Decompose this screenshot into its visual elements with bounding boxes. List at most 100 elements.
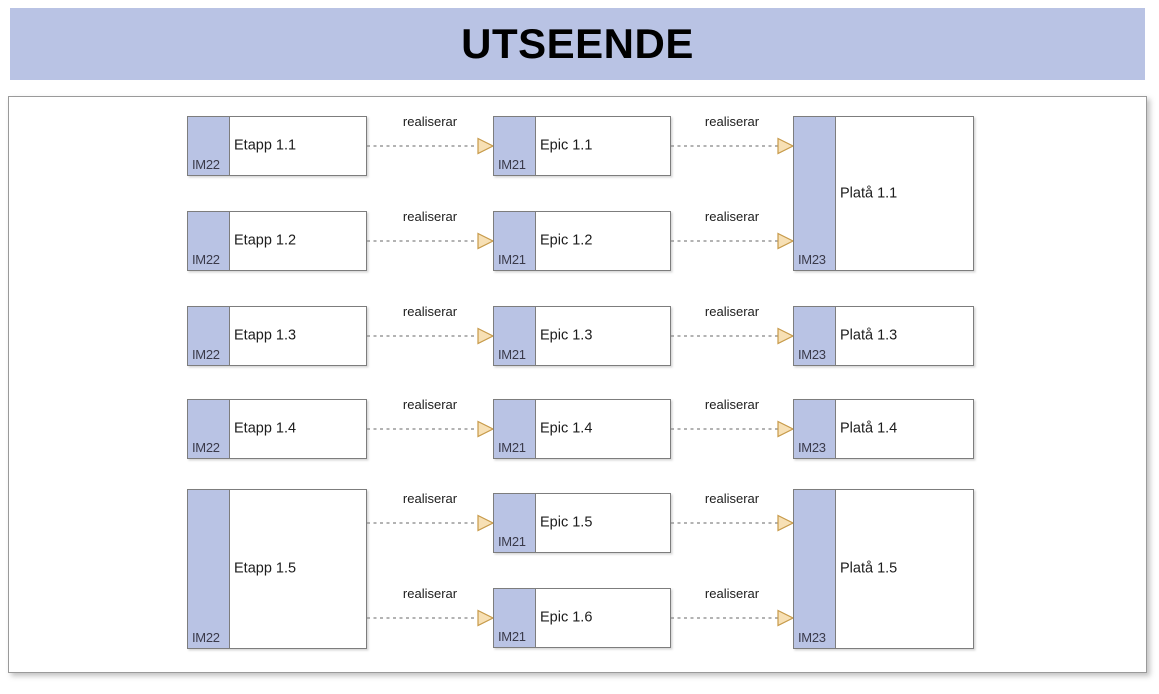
connector-label-etapp-1-2-to-epic-1-2: realiserar: [402, 209, 458, 224]
node-epic-1-1[interactable]: IM21 Epic 1.1: [493, 116, 671, 176]
node-id-label: IM21: [498, 534, 526, 549]
node-title-label: Epic 1.1: [540, 137, 593, 154]
connector-etapp-1-3-to-epic-1-3: [367, 327, 495, 345]
node-stripe: IM22: [188, 212, 230, 270]
connector-label-epic-1-5-to-plata-1-5: realiserar: [704, 491, 760, 506]
node-epic-1-5[interactable]: IM21 Epic 1.5: [493, 493, 671, 553]
node-title-label: Epic 1.3: [540, 327, 593, 344]
connector-label-etapp-1-1-to-epic-1-1: realiserar: [402, 114, 458, 129]
arrowhead-icon: [477, 420, 495, 438]
node-stripe: IM21: [494, 494, 536, 552]
node-plata-1-5[interactable]: IM23 Platå 1.5: [793, 489, 974, 649]
diagram-panel: realiserar realiserar realiserar realiserar…: [8, 96, 1147, 673]
node-title-label: Platå 1.3: [840, 327, 898, 344]
connector-etapp-1-1-to-epic-1-1: [367, 137, 495, 155]
node-stripe: IM23: [794, 400, 836, 458]
connector-epic-1-4-to-plata-1-4: [671, 420, 795, 438]
node-stripe: IM22: [188, 117, 230, 175]
node-id-label: IM22: [192, 440, 220, 455]
connector-etapp-1-4-to-epic-1-4: [367, 420, 495, 438]
connector-epic-1-6-to-plata-1-5: [671, 609, 795, 627]
node-stripe: IM21: [494, 117, 536, 175]
node-plata-1-4[interactable]: IM23 Platå 1.4: [793, 399, 974, 459]
node-stripe: IM21: [494, 400, 536, 458]
node-id-label: IM23: [798, 252, 826, 267]
node-id-label: IM23: [798, 347, 826, 362]
connector-etapp-1-5-to-epic-1-5: [367, 514, 495, 532]
node-plata-1-1[interactable]: IM23 Platå 1.1: [793, 116, 974, 271]
node-title-label: Platå 1.4: [840, 420, 898, 437]
node-stripe: IM22: [188, 490, 230, 648]
node-id-label: IM21: [498, 157, 526, 172]
node-stripe: IM21: [494, 307, 536, 365]
node-id-label: IM23: [798, 440, 826, 455]
node-title-label: Epic 1.2: [540, 232, 593, 249]
node-title-label: Platå 1.1: [840, 184, 898, 201]
node-stripe: IM21: [494, 212, 536, 270]
node-id-label: IM23: [798, 630, 826, 645]
arrowhead-icon: [777, 232, 795, 250]
connector-epic-1-5-to-plata-1-5: [671, 514, 795, 532]
connector-etapp-1-5-to-epic-1-6: [367, 609, 495, 627]
node-epic-1-2[interactable]: IM21 Epic 1.2: [493, 211, 671, 271]
node-id-label: IM22: [192, 630, 220, 645]
header-banner: UTSEENDE: [10, 8, 1145, 80]
node-stripe: IM22: [188, 400, 230, 458]
node-id-label: IM22: [192, 157, 220, 172]
arrowhead-icon: [477, 514, 495, 532]
connector-label-epic-1-6-to-plata-1-5: realiserar: [704, 586, 760, 601]
connector-etapp-1-2-to-epic-1-2: [367, 232, 495, 250]
node-id-label: IM21: [498, 347, 526, 362]
connector-label-etapp-1-3-to-epic-1-3: realiserar: [402, 304, 458, 319]
arrowhead-icon: [777, 137, 795, 155]
connector-label-epic-1-4-to-plata-1-4: realiserar: [704, 397, 760, 412]
node-stripe: IM23: [794, 117, 836, 270]
node-id-label: IM22: [192, 252, 220, 267]
connector-label-etapp-1-5-to-epic-1-5: realiserar: [402, 491, 458, 506]
page-title: UTSEENDE: [461, 20, 694, 67]
node-etapp-1-1[interactable]: IM22 Etapp 1.1: [187, 116, 367, 176]
node-id-label: IM21: [498, 252, 526, 267]
node-stripe: IM23: [794, 490, 836, 648]
connector-epic-1-3-to-plata-1-3: [671, 327, 795, 345]
connector-label-epic-1-1-to-plata-1-1: realiserar: [704, 114, 760, 129]
node-id-label: IM21: [498, 440, 526, 455]
arrowhead-icon: [477, 327, 495, 345]
diagram-canvas: realiserar realiserar realiserar realiserar…: [9, 97, 1146, 672]
node-title-label: Etapp 1.1: [234, 137, 297, 154]
connector-label-epic-1-3-to-plata-1-3: realiserar: [704, 304, 760, 319]
arrowhead-icon: [477, 137, 495, 155]
node-id-label: IM22: [192, 347, 220, 362]
arrowhead-icon: [477, 609, 495, 627]
node-epic-1-3[interactable]: IM21 Epic 1.3: [493, 306, 671, 366]
node-title-label: Epic 1.6: [540, 609, 593, 626]
arrowhead-icon: [477, 232, 495, 250]
connector-label-etapp-1-5-to-epic-1-6: realiserar: [402, 586, 458, 601]
arrowhead-icon: [777, 609, 795, 627]
node-epic-1-4[interactable]: IM21 Epic 1.4: [493, 399, 671, 459]
node-title-label: Etapp 1.5: [234, 560, 297, 577]
connector-label-etapp-1-4-to-epic-1-4: realiserar: [402, 397, 458, 412]
connector-layer: [367, 137, 795, 627]
connector-epic-1-2-to-plata-1-1: [671, 232, 795, 250]
node-epic-1-6[interactable]: IM21 Epic 1.6: [493, 588, 671, 648]
arrowhead-icon: [777, 327, 795, 345]
node-etapp-1-5[interactable]: IM22 Etapp 1.5: [187, 489, 367, 649]
node-plata-1-3[interactable]: IM23 Platå 1.3: [793, 306, 974, 366]
arrowhead-icon: [777, 420, 795, 438]
node-etapp-1-3[interactable]: IM22 Etapp 1.3: [187, 306, 367, 366]
node-etapp-1-2[interactable]: IM22 Etapp 1.2: [187, 211, 367, 271]
node-title-label: Etapp 1.2: [234, 232, 297, 249]
node-title-label: Etapp 1.4: [234, 420, 297, 437]
node-stripe: IM21: [494, 589, 536, 647]
connector-label-epic-1-2-to-plata-1-1: realiserar: [704, 209, 760, 224]
node-id-label: IM21: [498, 629, 526, 644]
node-title-label: Epic 1.4: [540, 420, 593, 437]
connector-epic-1-1-to-plata-1-1: [671, 137, 795, 155]
node-stripe: IM22: [188, 307, 230, 365]
node-title-label: Etapp 1.3: [234, 327, 297, 344]
arrowhead-icon: [777, 514, 795, 532]
node-title-label: Platå 1.5: [840, 560, 898, 577]
node-etapp-1-4[interactable]: IM22 Etapp 1.4: [187, 399, 367, 459]
node-title-label: Epic 1.5: [540, 514, 593, 531]
